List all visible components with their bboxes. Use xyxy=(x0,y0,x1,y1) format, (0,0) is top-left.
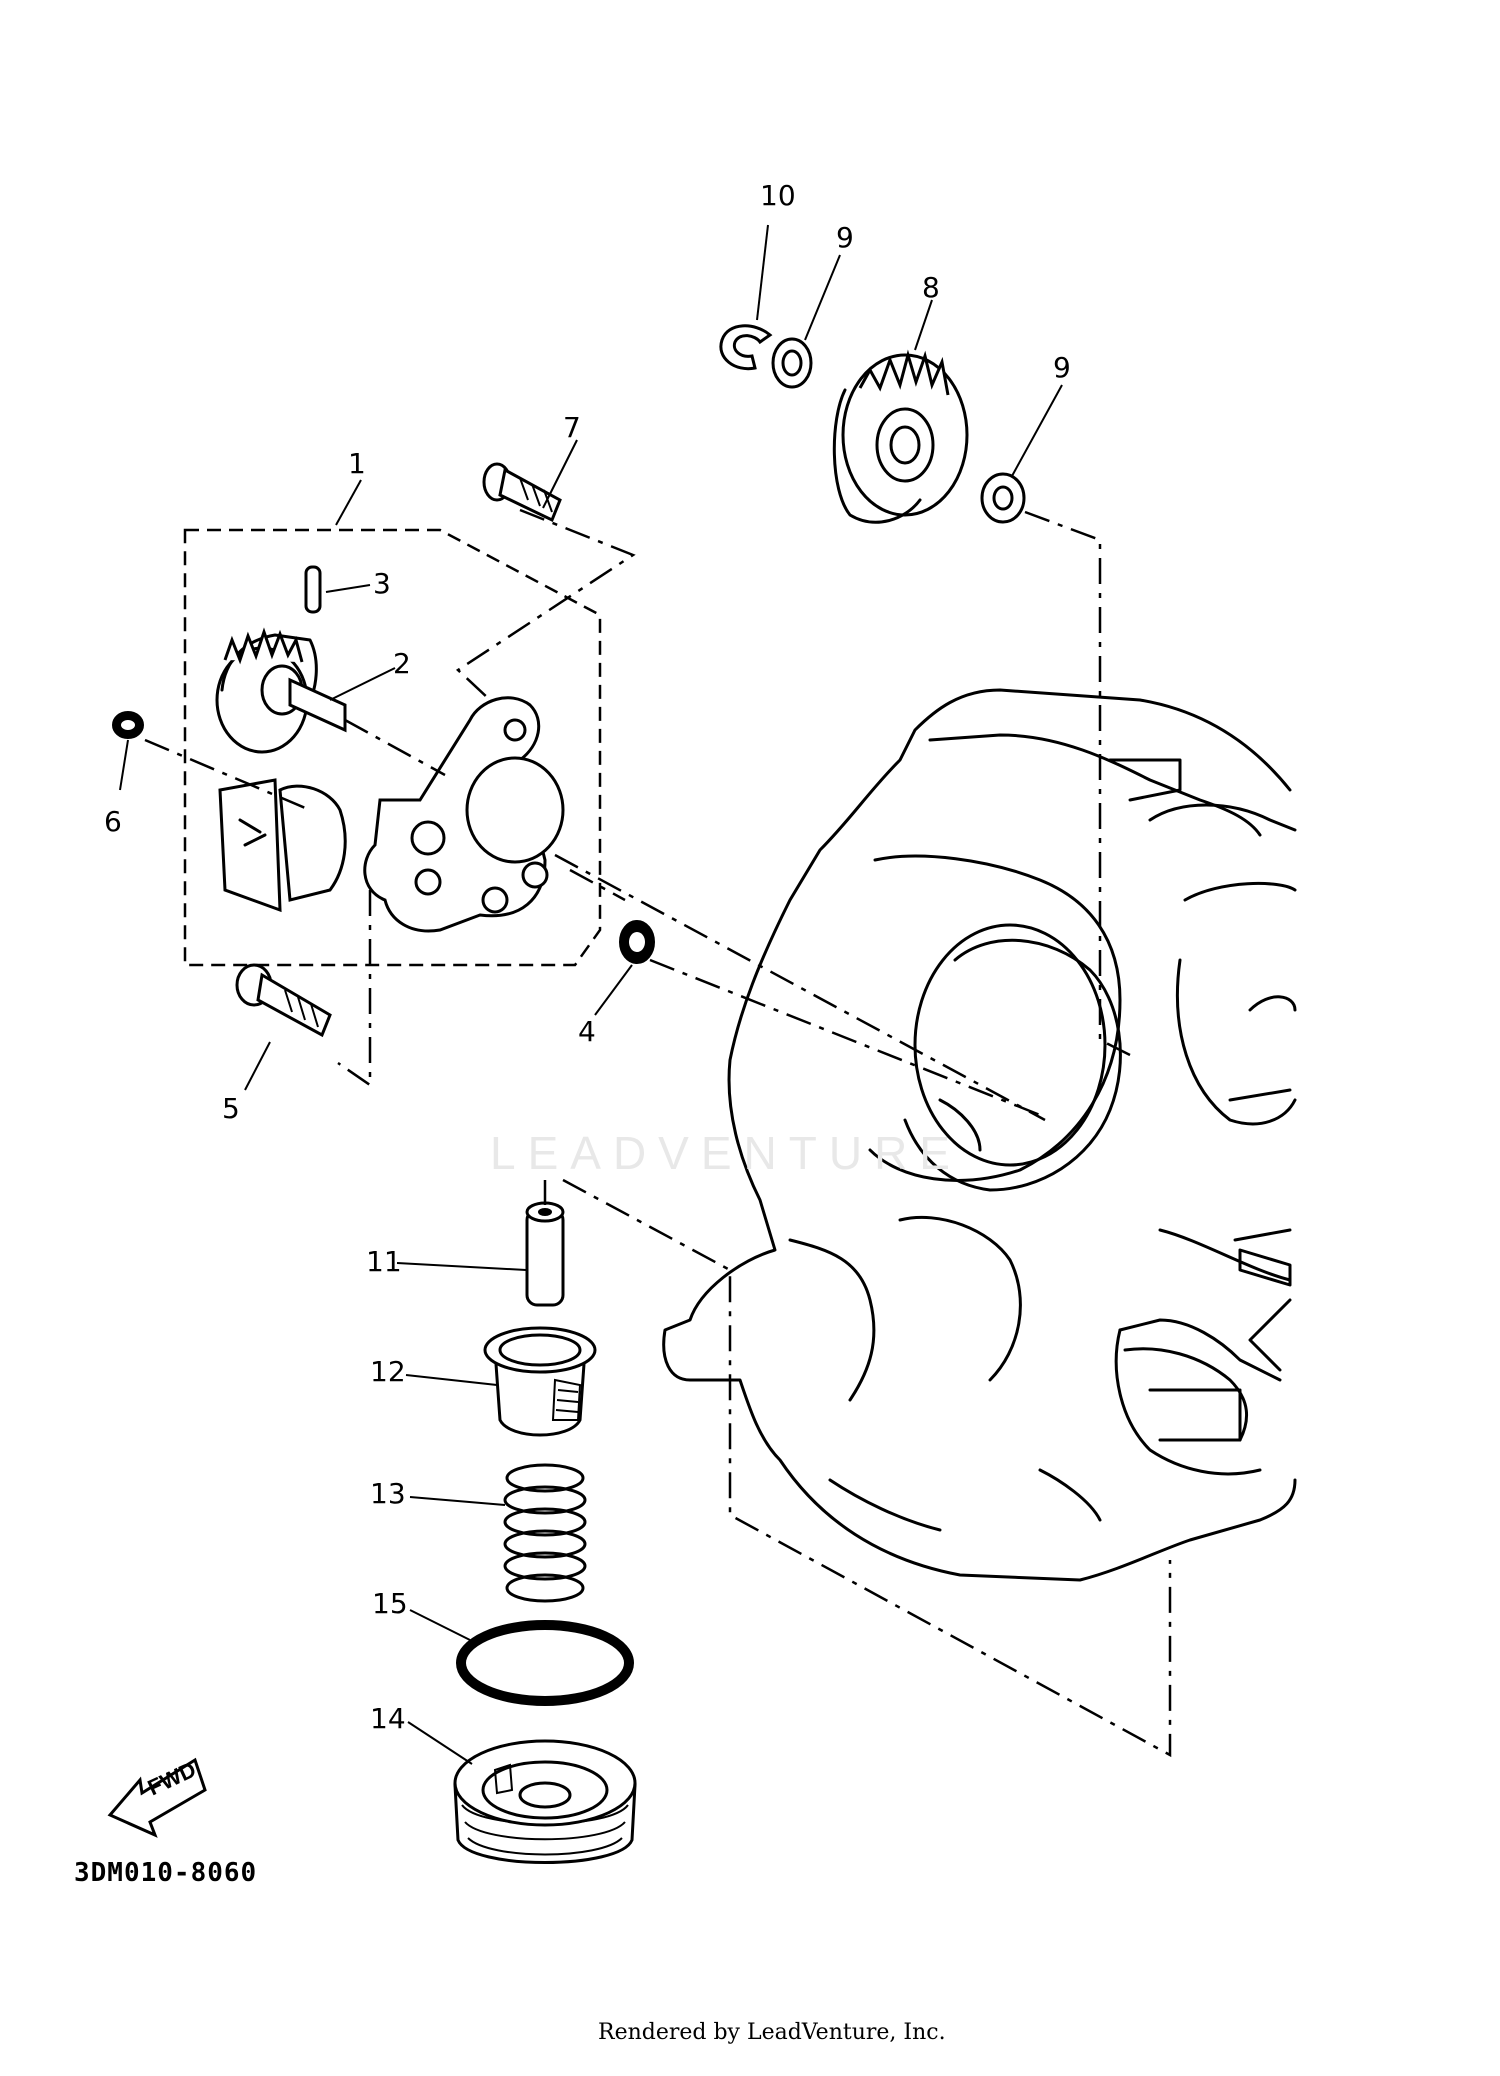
callout-14: 14 xyxy=(370,1702,406,1735)
drain-plug-14 xyxy=(453,1739,637,1864)
forward-arrow-icon xyxy=(107,1757,207,1838)
callout-8: 8 xyxy=(922,271,940,304)
render-credit: Rendered by LeadVenture, Inc. xyxy=(598,2020,946,2045)
callout-1: 1 xyxy=(348,447,366,480)
callout-15: 15 xyxy=(372,1587,408,1620)
o-ring-15 xyxy=(456,1620,634,1706)
bolt-5 xyxy=(235,963,332,1038)
idler-gear xyxy=(832,349,969,524)
callout-4: 4 xyxy=(578,1015,596,1048)
washer-4 xyxy=(619,920,655,964)
pin xyxy=(304,565,322,614)
oil-pump-body xyxy=(218,696,565,933)
washer-9-top xyxy=(771,337,813,389)
part-code: 3DM010-8060 xyxy=(74,1858,258,1888)
washer-6 xyxy=(112,711,144,739)
washer-9-right xyxy=(980,472,1026,524)
callout-6: 6 xyxy=(104,805,122,838)
circlip-10 xyxy=(719,324,773,371)
crankcase xyxy=(662,688,1297,1582)
watermark: LEADVENTURE xyxy=(490,1127,962,1179)
callout-7: 7 xyxy=(563,411,581,444)
callout-9-right: 9 xyxy=(1053,351,1071,384)
leader-lines xyxy=(119,224,1063,1765)
callout-12: 12 xyxy=(370,1355,406,1388)
callout-2: 2 xyxy=(393,647,411,680)
assembly-lines xyxy=(144,508,1172,1758)
callout-9-top: 9 xyxy=(836,221,854,254)
callout-3: 3 xyxy=(373,567,391,600)
callout-11: 11 xyxy=(366,1245,402,1278)
callout-5: 5 xyxy=(222,1092,240,1125)
callout-13: 13 xyxy=(370,1477,406,1510)
pump-gear xyxy=(215,627,347,754)
callout-10: 10 xyxy=(760,179,796,212)
bolt-7 xyxy=(482,462,562,523)
strainer-12 xyxy=(483,1326,597,1437)
spring-13 xyxy=(503,1463,587,1603)
pipe-11 xyxy=(525,1201,565,1307)
